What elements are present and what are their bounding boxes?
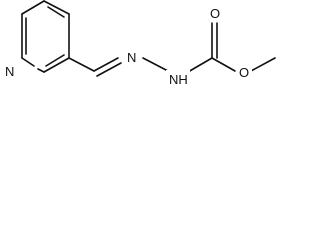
- hydrazone-n1-knockout: [124, 48, 142, 66]
- bond-ring-6b: [37, 68, 45, 73]
- molecule-structure: N N NH O O: [2, 0, 276, 89]
- bond-nh-to-carbonyl-c: [187, 57, 213, 73]
- pyridine-ring: [21, 0, 70, 73]
- hydrazone-nh-knockout: [166, 70, 190, 89]
- ester-oxygen-knockout: [236, 63, 252, 81]
- pyridine-n-knockout: [2, 63, 20, 81]
- carbonyl-oxygen-knockout: [207, 4, 223, 22]
- chemical-structure-canvas: N N NH O O: [0, 0, 288, 104]
- hydrazone-nitrogen-label: N: [127, 50, 136, 65]
- atom-labels: N N NH O O: [2, 4, 252, 89]
- bond-ring-6a: [21, 57, 35, 67]
- bond-n1-to-nh: [142, 57, 169, 72]
- pyridine-nitrogen-label: N: [5, 64, 14, 79]
- double-bond-ring-inner-1: [47, 6, 65, 18]
- bond-ester-o-to-methyl: [250, 57, 276, 72]
- hydrazone-nh-label: NH: [169, 72, 188, 87]
- carbonyl-oxygen-label: O: [210, 6, 220, 21]
- ester-oxygen-label: O: [239, 65, 249, 80]
- bond-ch-to-n1-lower: [96, 62, 122, 77]
- bond-ch-to-n1-upper: [93, 57, 119, 72]
- bond-ring-2: [43, 0, 70, 15]
- bond-ring-to-ch: [68, 57, 95, 72]
- double-bond-ring-inner-3: [45, 54, 65, 67]
- bond-ring-1: [21, 0, 45, 15]
- side-chain: [68, 22, 276, 77]
- bond-carbonyl-to-ester-o: [211, 57, 236, 72]
- bond-ring-4: [43, 57, 70, 73]
